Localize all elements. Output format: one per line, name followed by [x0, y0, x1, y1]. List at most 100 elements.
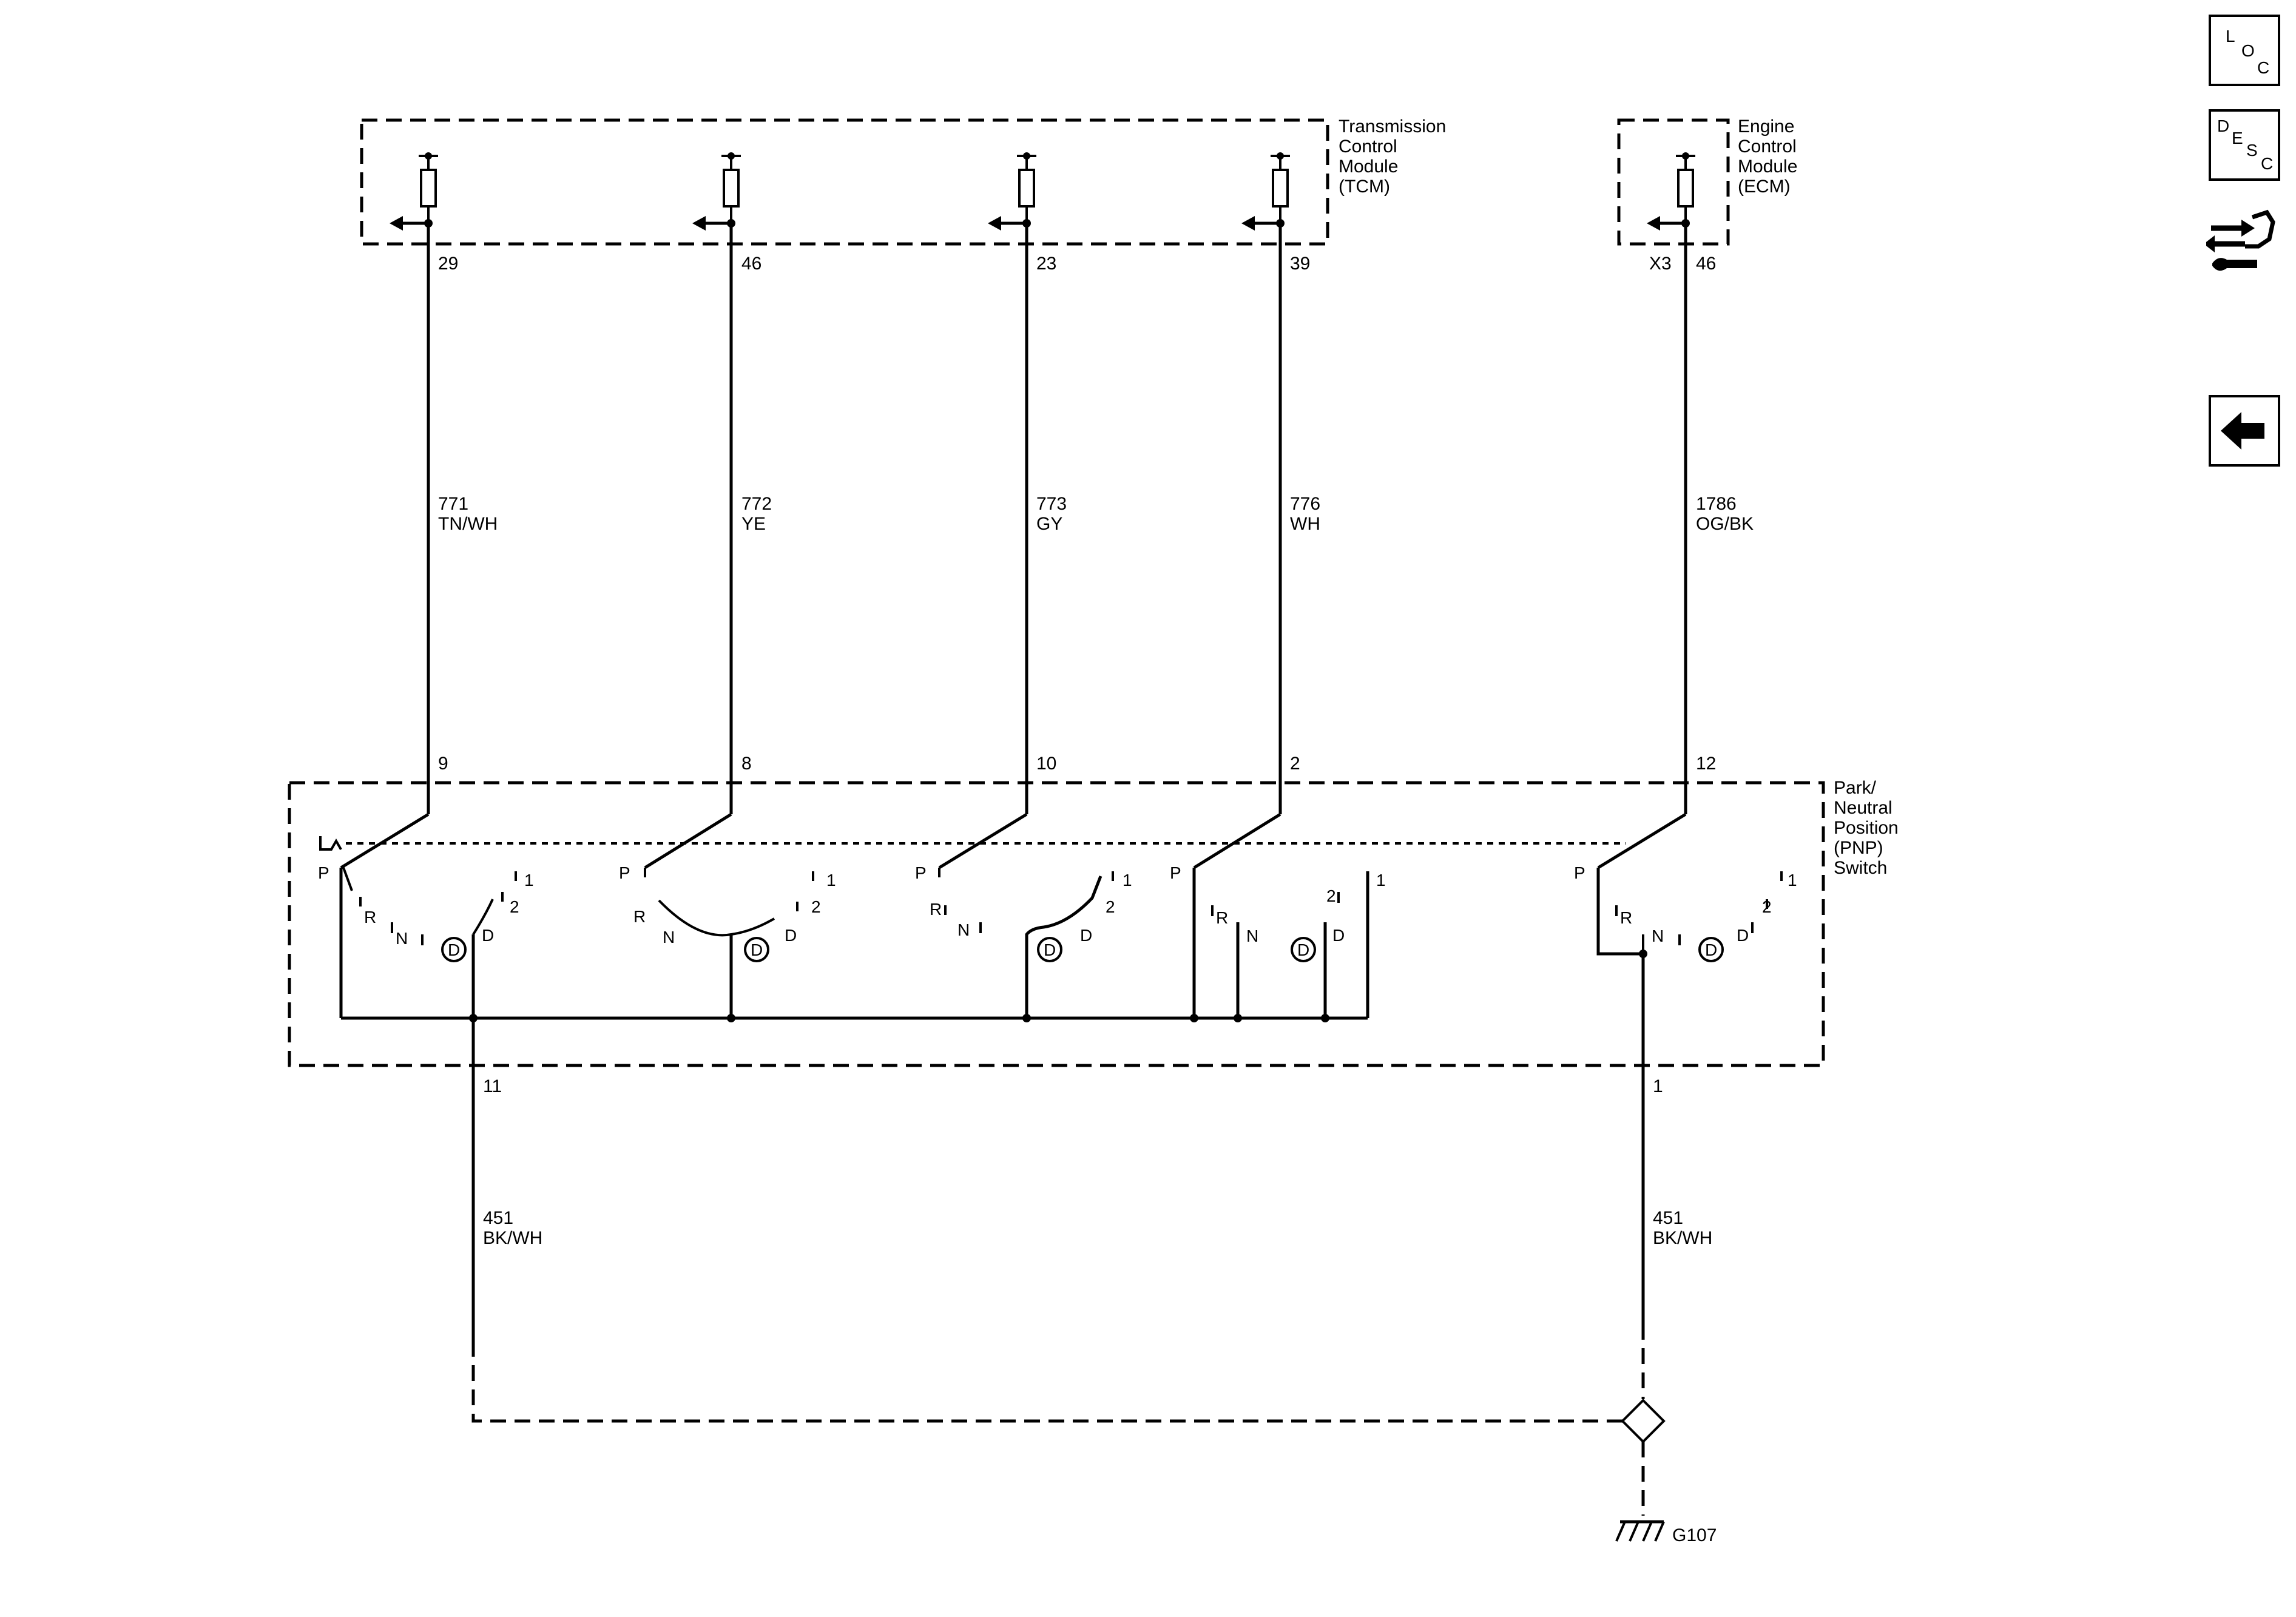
svg-text:(TCM): (TCM)	[1339, 177, 1390, 197]
loc-letter-l: L	[2226, 27, 2235, 46]
svg-text:R: R	[930, 900, 942, 919]
svg-text:R: R	[364, 908, 376, 927]
svg-text:D: D	[1044, 940, 1056, 959]
svg-text:2: 2	[811, 897, 821, 916]
linkage-symbol	[319, 836, 342, 851]
svg-text:1: 1	[524, 871, 534, 890]
tcm-input-39-symbol	[1241, 152, 1290, 231]
pnp-pin-2: 2	[1290, 754, 1300, 774]
circuit-color: GY	[1036, 514, 1062, 534]
svg-text:Control: Control	[1738, 137, 1797, 157]
svg-text:P: P	[1574, 863, 1585, 882]
svg-text:D: D	[751, 940, 763, 959]
svg-text:R: R	[1216, 908, 1228, 927]
svg-text:D: D	[448, 940, 460, 959]
svg-text:P: P	[318, 863, 329, 882]
tcm-input-23-symbol	[988, 152, 1036, 231]
circuit-color: WH	[1290, 514, 1320, 534]
location-button[interactable]: L O C	[2209, 15, 2280, 86]
svg-text:Neutral: Neutral	[1834, 798, 1893, 818]
svg-text:D: D	[1737, 926, 1749, 945]
circuit-number: 1786	[1696, 494, 1737, 514]
svg-text:Control: Control	[1339, 137, 1397, 157]
circuit-color: BK/WH	[483, 1228, 542, 1248]
svg-text:P: P	[1170, 863, 1181, 882]
switch-section-5: P R N D D 2 1	[1574, 808, 1797, 962]
svg-text:P: P	[915, 863, 927, 882]
svg-text:Module: Module	[1738, 157, 1797, 177]
svg-text:D: D	[1080, 926, 1092, 945]
back-arrow-icon	[2221, 412, 2264, 450]
svg-text:Engine: Engine	[1738, 116, 1794, 137]
svg-text:D: D	[482, 926, 494, 945]
svg-text:R: R	[1620, 908, 1632, 927]
ground-id: G107	[1672, 1525, 1717, 1545]
desc-letter-s: S	[2246, 141, 2258, 160]
svg-text:Position: Position	[1834, 818, 1899, 838]
svg-text:Module: Module	[1339, 157, 1398, 177]
svg-text:D: D	[785, 926, 797, 945]
tcm-input-29-symbol	[390, 152, 438, 231]
svg-text:R: R	[633, 907, 646, 926]
switch-section-1: P R N D D 2 1	[318, 808, 534, 1018]
svg-text:(ECM): (ECM)	[1738, 177, 1791, 197]
tcm-module-box	[360, 118, 1329, 246]
svg-text:N: N	[1246, 927, 1258, 945]
svg-text:N: N	[396, 929, 408, 948]
svg-text:1: 1	[1123, 871, 1132, 890]
ground-symbol	[1615, 1520, 1665, 1542]
svg-text:1: 1	[826, 871, 836, 890]
pnp-switch-box	[288, 781, 1825, 1067]
back-button[interactable]	[2209, 395, 2280, 467]
svg-text:2: 2	[510, 897, 519, 916]
ecm-input-46-symbol	[1647, 152, 1695, 231]
desc-letter-d: D	[2217, 116, 2230, 135]
svg-text:(PNP): (PNP)	[1834, 838, 1883, 858]
tcm-input-46-symbol	[692, 152, 741, 231]
splice-diamond	[1621, 1399, 1666, 1443]
tcm-pin-29: 29	[438, 254, 458, 274]
svg-text:N: N	[663, 928, 675, 947]
circuit-number: 771	[438, 494, 468, 514]
circuit-color: TN/WH	[438, 514, 498, 534]
svg-text:2: 2	[1326, 886, 1336, 905]
pnp-pin-12: 12	[1696, 754, 1716, 774]
loc-letter-o: O	[2241, 41, 2255, 60]
ecm-connector-label: X3	[1649, 254, 1672, 274]
tcm-pin-23: 23	[1036, 254, 1056, 274]
ecm-pin-46: 46	[1696, 254, 1716, 274]
switch-section-3: P R N D D 2 1	[915, 808, 1132, 1018]
pnp-pin-1: 1	[1653, 1076, 1663, 1096]
description-button[interactable]: D E S C	[2209, 109, 2280, 181]
ground-splice-path	[471, 1341, 1622, 1423]
circuit-number: 451	[1653, 1208, 1683, 1228]
svg-text:Transmission: Transmission	[1339, 116, 1446, 137]
circuit-number: 772	[741, 494, 772, 514]
svg-text:D: D	[1705, 940, 1717, 959]
desc-letter-c: C	[2261, 154, 2274, 173]
svg-text:1: 1	[1376, 871, 1386, 890]
svg-text:Switch: Switch	[1834, 858, 1887, 878]
svg-text:P: P	[619, 863, 630, 882]
desc-letter-e: E	[2232, 129, 2243, 147]
circuit-color: YE	[741, 514, 766, 534]
circuit-number: 773	[1036, 494, 1067, 514]
circuit-number: 451	[483, 1208, 513, 1228]
svg-text:N: N	[957, 920, 970, 939]
svg-text:D: D	[1332, 926, 1345, 945]
svg-text:D: D	[1297, 940, 1309, 959]
pnp-switch-label: Park/ Neutral Position (PNP) Switch	[1834, 778, 1899, 878]
connector-repair-icon[interactable]	[2206, 204, 2285, 283]
tcm-pin-39: 39	[1290, 254, 1310, 274]
pnp-pin-8: 8	[741, 754, 752, 774]
loc-letter-c: C	[2257, 58, 2270, 77]
switch-section-2: P R N D D 2 1	[619, 808, 836, 1018]
circuit-color: BK/WH	[1653, 1228, 1712, 1248]
circuit-number: 776	[1290, 494, 1320, 514]
bus-splice-dots	[469, 1014, 1329, 1022]
pnp-pin-9: 9	[438, 754, 448, 774]
circuit-color: OG/BK	[1696, 514, 1754, 534]
tcm-pin-46: 46	[741, 254, 761, 274]
svg-text:N: N	[1652, 927, 1664, 945]
